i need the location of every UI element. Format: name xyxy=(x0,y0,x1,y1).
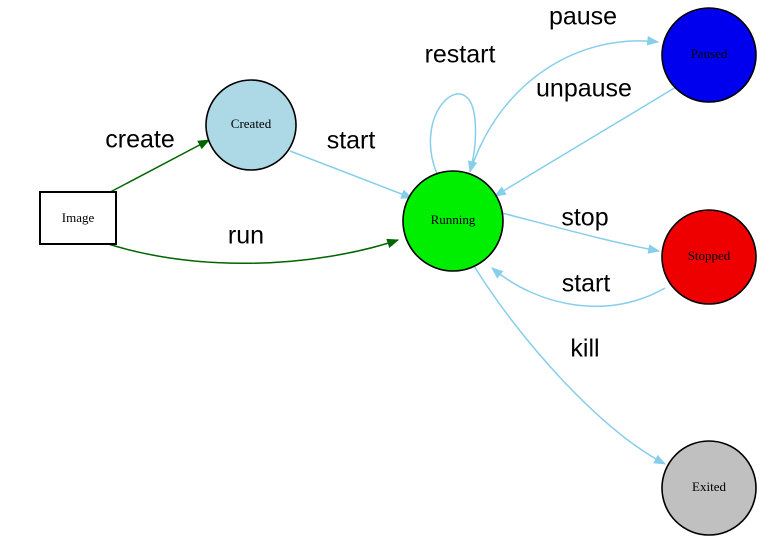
node-stopped-label: Stopped xyxy=(688,248,731,263)
edge-start-stopped xyxy=(491,267,666,308)
node-running-label: Running xyxy=(431,212,476,227)
node-paused-shape[interactable] xyxy=(661,7,757,103)
node-created-label: Created xyxy=(231,116,272,131)
edge-label-run: run xyxy=(228,222,264,250)
edge-run xyxy=(79,233,400,265)
edge-label-create: create xyxy=(105,126,174,154)
node-stopped[interactable]: Stopped xyxy=(661,209,757,305)
edge-pause xyxy=(469,36,660,173)
edge-label-start-created: start xyxy=(327,127,376,155)
edge-unpause xyxy=(493,86,677,197)
node-running-shape[interactable] xyxy=(402,170,504,272)
node-stopped-shape[interactable] xyxy=(661,209,757,305)
node-image-shape[interactable] xyxy=(39,191,117,245)
edge-start-created xyxy=(289,150,414,199)
node-paused-label: Paused xyxy=(691,46,728,61)
edge-label-pause: pause xyxy=(549,3,617,31)
node-exited-label: Exited xyxy=(692,479,726,494)
edge-label-restart: restart xyxy=(425,41,496,69)
edges-layer xyxy=(79,36,677,465)
node-created-shape[interactable] xyxy=(205,79,297,171)
node-image-label: Image xyxy=(62,210,95,225)
node-image[interactable]: Image xyxy=(39,191,117,245)
edge-restart xyxy=(429,93,478,175)
node-created[interactable]: Created xyxy=(205,79,297,171)
edge-stop xyxy=(501,212,661,254)
edge-label-stop: stop xyxy=(561,204,608,232)
nodes-layer: Image Created Running Paused Stopped Exi xyxy=(39,7,757,536)
edge-kill xyxy=(473,265,667,465)
edge-labels-layer: create run start restart pause unpause s… xyxy=(105,3,632,363)
edge-label-start-stopped: start xyxy=(562,270,611,298)
node-exited-shape[interactable] xyxy=(661,440,757,536)
edge-label-kill: kill xyxy=(570,335,599,363)
edge-label-unpause: unpause xyxy=(536,75,632,103)
node-exited[interactable]: Exited xyxy=(661,440,757,536)
node-running[interactable]: Running xyxy=(402,170,504,272)
node-paused[interactable]: Paused xyxy=(661,7,757,103)
